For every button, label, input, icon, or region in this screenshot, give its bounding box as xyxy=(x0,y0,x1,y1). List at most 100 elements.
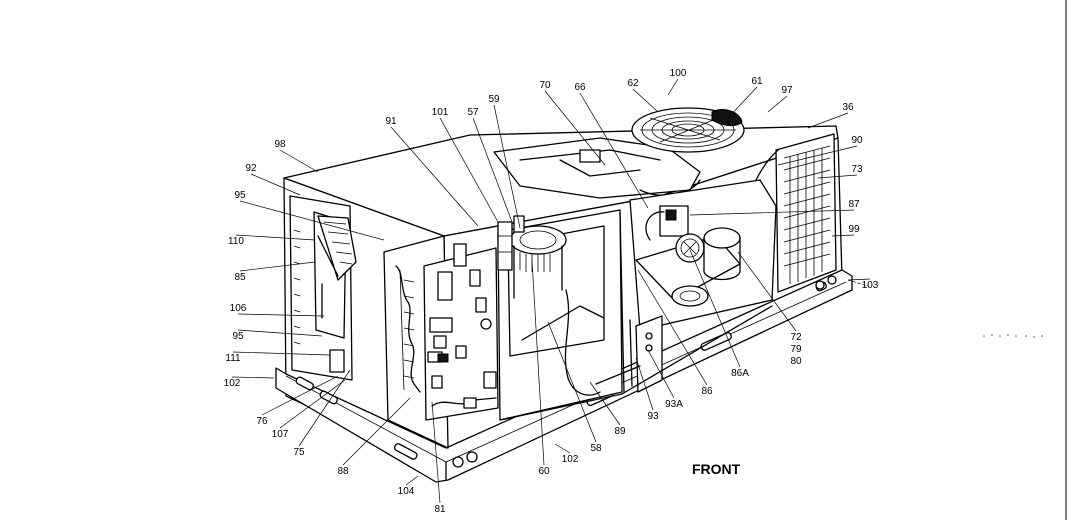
leader-91 xyxy=(390,126,479,227)
callout-107: 107 xyxy=(272,429,289,440)
leader-95 xyxy=(237,329,323,337)
leader-76 xyxy=(261,375,339,416)
callout-98: 98 xyxy=(274,139,286,150)
callout-86: 86 xyxy=(701,386,713,397)
callout-58: 58 xyxy=(590,443,602,454)
leader-98 xyxy=(279,149,319,173)
leader-92 xyxy=(250,173,301,196)
condenser-coil xyxy=(755,133,837,293)
leader-103 xyxy=(847,278,871,281)
callout-66: 66 xyxy=(574,82,586,93)
callout-75: 75 xyxy=(293,447,305,458)
leader-110 xyxy=(235,234,316,241)
callout-70: 70 xyxy=(539,80,551,91)
leader-62 xyxy=(632,88,659,113)
leader-86 xyxy=(637,269,708,386)
leader-60 xyxy=(531,259,545,466)
callout-85: 85 xyxy=(234,272,246,283)
coil-hatch xyxy=(323,221,353,265)
leader-100 xyxy=(667,78,679,96)
callout-101: 101 xyxy=(432,107,449,118)
leader-72 xyxy=(737,251,797,332)
callout-91: 91 xyxy=(385,116,397,127)
callout-79: 79 xyxy=(790,344,802,355)
callout-81: 81 xyxy=(434,504,446,515)
filter-grille xyxy=(293,229,301,345)
leader-107 xyxy=(279,379,346,429)
leader-111 xyxy=(232,351,331,356)
blower-section xyxy=(497,209,623,421)
callout-100: 100 xyxy=(670,68,687,79)
condenser-fan xyxy=(631,107,745,153)
leader-103-dashed xyxy=(847,279,869,287)
leader-59 xyxy=(493,104,521,229)
leader-104 xyxy=(405,475,419,486)
callout-102: 102 xyxy=(562,454,579,465)
leader-102 xyxy=(231,376,275,379)
leader-70 xyxy=(544,90,606,166)
top-ductwork xyxy=(493,137,701,199)
callout-102: 102 xyxy=(224,378,241,389)
callout-76: 76 xyxy=(256,416,268,427)
leader-97 xyxy=(767,95,788,113)
leader-58 xyxy=(547,321,597,443)
leader-66 xyxy=(579,92,649,209)
callout-86A: 86A xyxy=(731,368,749,379)
callout-36: 36 xyxy=(842,102,854,113)
leader-95 xyxy=(239,200,385,241)
callout-72: 72 xyxy=(790,332,802,343)
callout-95: 95 xyxy=(232,331,244,342)
leader-93 xyxy=(635,357,654,411)
leader-86A xyxy=(689,249,741,368)
callout-110: 110 xyxy=(228,236,244,247)
callout-99: 99 xyxy=(848,224,860,235)
callout-60: 60 xyxy=(538,466,550,477)
callout-90: 90 xyxy=(851,135,863,146)
callout-106: 106 xyxy=(230,303,247,314)
callout-59: 59 xyxy=(488,94,500,105)
callout-93: 93 xyxy=(647,411,659,422)
callout-leader-lines xyxy=(231,78,871,504)
callout-87: 87 xyxy=(848,199,860,210)
leader-36 xyxy=(807,112,849,129)
compressor-compartment xyxy=(629,179,777,393)
control-panel-area xyxy=(383,235,499,449)
leader-89 xyxy=(589,381,621,426)
callout-97: 97 xyxy=(781,85,793,96)
leader-93A xyxy=(647,349,675,399)
panel-hatch xyxy=(403,279,415,379)
front-label: FRONT xyxy=(692,461,741,477)
leader-61 xyxy=(727,86,758,119)
leader-90 xyxy=(777,145,858,166)
callout-93A: 93A xyxy=(665,399,683,410)
leader-73 xyxy=(817,174,858,179)
leader-88 xyxy=(342,397,411,466)
callout-103: 103 xyxy=(862,280,879,291)
leader-75 xyxy=(298,369,351,447)
return-section xyxy=(289,195,357,381)
callout-73: 73 xyxy=(851,164,863,175)
leader-106 xyxy=(237,313,325,317)
callout-104: 104 xyxy=(398,486,415,497)
callout-labels: 100 62 61 97 70 66 36 59 101 57 91 90 98 92 73 95 87 99 11… xyxy=(224,68,879,515)
callout-80: 80 xyxy=(790,356,802,367)
callout-88: 88 xyxy=(337,466,349,477)
callout-62: 62 xyxy=(627,78,639,89)
callout-61: 61 xyxy=(751,76,763,87)
leader-87 xyxy=(689,209,855,216)
leader-81 xyxy=(431,401,441,504)
callout-111: 111 xyxy=(225,353,241,364)
scan-artifact xyxy=(983,334,1043,338)
leader-57 xyxy=(472,117,513,223)
leader-101 xyxy=(439,117,499,223)
callout-95: 95 xyxy=(234,190,246,201)
leader-85 xyxy=(239,261,316,272)
blower-ribs xyxy=(519,252,551,272)
condenser-coil-grille xyxy=(783,145,831,284)
leader-102 xyxy=(554,443,571,454)
callout-92: 92 xyxy=(245,163,257,174)
callout-57: 57 xyxy=(467,107,479,118)
leader-99 xyxy=(831,234,855,237)
callout-89: 89 xyxy=(614,426,626,437)
